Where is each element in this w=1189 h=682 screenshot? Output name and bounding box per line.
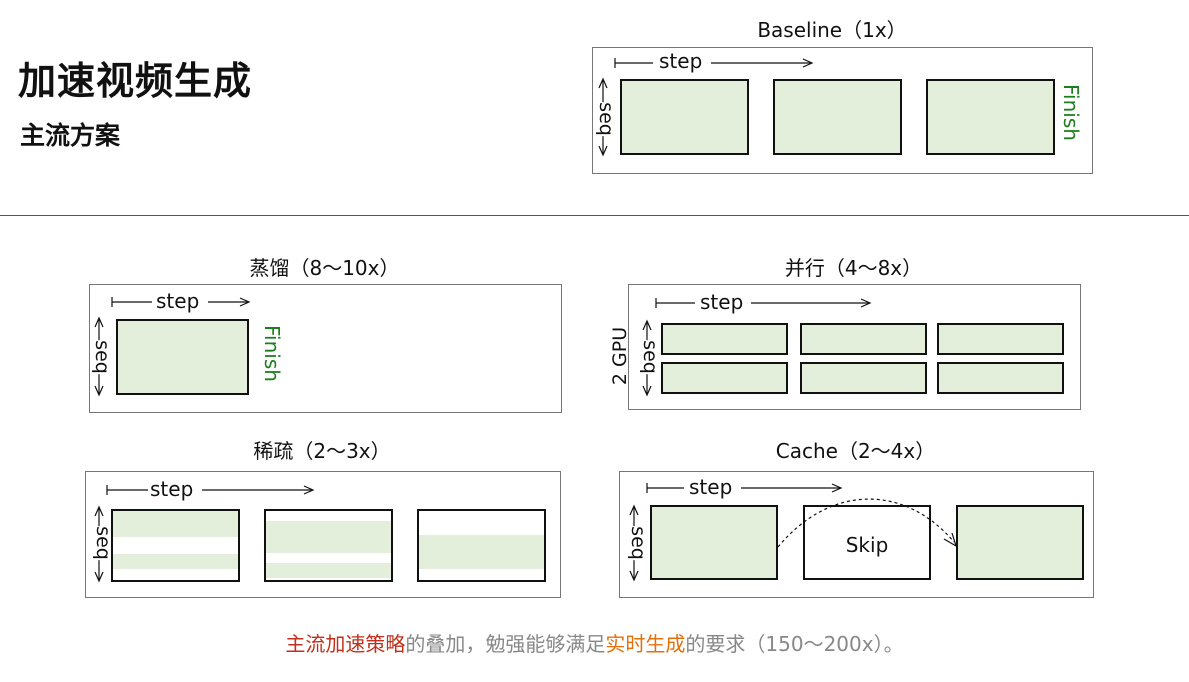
- step-block: [773, 79, 902, 155]
- step-block: [417, 509, 546, 582]
- step-block: [116, 319, 249, 395]
- gpu-label: 2 GPU: [609, 326, 632, 386]
- seq-label: seq: [594, 102, 617, 136]
- curved-dashed-arrow-icon: [777, 498, 958, 548]
- step-label: step: [156, 289, 200, 313]
- step-label: step: [659, 49, 703, 73]
- step-block: [956, 505, 1084, 580]
- skipped-block: Skip: [803, 505, 931, 580]
- step-block: [620, 79, 749, 155]
- attention-stripe: [113, 511, 238, 537]
- cache-title: Cache（2～4x）: [775, 439, 936, 463]
- footer-note: 主流加速策略的叠加，勉强能够满足实时生成的要求（150～200x）。: [0, 628, 1189, 657]
- step-block: [661, 323, 788, 355]
- distill-panel: step seq Finish: [89, 284, 562, 413]
- step-arrow-icon: [111, 297, 251, 307]
- step-block: [800, 362, 927, 394]
- step-label: step: [700, 290, 744, 314]
- seq-label: seq: [90, 340, 113, 374]
- step-arrow-icon: [614, 58, 814, 68]
- step-arrow-icon: [646, 483, 843, 493]
- step-block: [650, 505, 778, 580]
- attention-stripe: [266, 563, 391, 578]
- attention-stripe: [113, 554, 238, 569]
- baseline-title: Baseline（1x）: [757, 18, 907, 42]
- attention-stripe: [419, 535, 544, 569]
- distill-title: 蒸馏（8～10x）: [249, 256, 400, 280]
- footer-text: 的要求（150～200x）。: [685, 632, 904, 656]
- footer-highlight-realtime: 实时生成: [605, 632, 686, 656]
- parallel-title: 并行（4～8x）: [784, 256, 923, 280]
- sparse-title: 稀疏（2～3x）: [253, 439, 391, 463]
- step-block: [111, 509, 240, 582]
- footer-highlight-strategy: 主流加速策略: [285, 632, 406, 656]
- step-arrow-icon: [106, 485, 315, 495]
- step-block: [264, 509, 393, 582]
- seq-label: seq: [638, 340, 661, 374]
- finish-label: Finish: [1059, 84, 1083, 141]
- skip-label: Skip: [845, 533, 889, 557]
- parallel-arrows: [642, 298, 872, 397]
- step-block: [937, 323, 1064, 355]
- step-label: step: [689, 475, 733, 499]
- finish-label: Finish: [260, 325, 284, 382]
- distill-arrows: [94, 297, 251, 397]
- footer-text: 的叠加，勉强能够满足: [405, 632, 606, 656]
- step-label: step: [150, 477, 194, 501]
- baseline-panel: step seq Finish: [592, 47, 1093, 174]
- step-block: [800, 323, 927, 355]
- divider: [0, 215, 1189, 216]
- step-arrow-icon: [655, 298, 872, 308]
- page-subtitle: 主流方案: [20, 121, 121, 150]
- page-title: 加速视频生成: [18, 59, 253, 103]
- sparse-panel: step seq: [85, 471, 561, 598]
- attention-stripe: [266, 521, 391, 553]
- step-block: [661, 362, 788, 394]
- step-block: [926, 79, 1055, 155]
- cache-panel: step seq Skip: [619, 471, 1094, 598]
- step-block: [937, 362, 1064, 394]
- parallel-panel: step seq 2 GPU: [609, 284, 1081, 410]
